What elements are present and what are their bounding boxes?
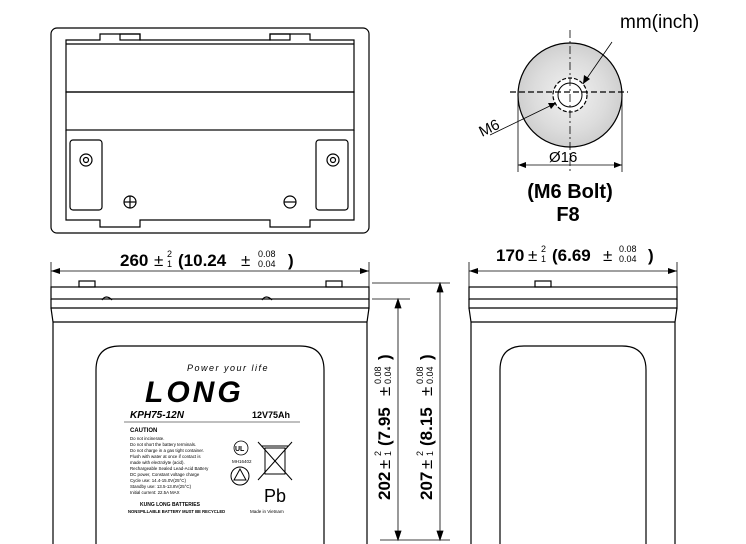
ul-file-number: MH16402 [232, 459, 252, 464]
recycle-notice: NONSPILLABLE BATTERY MUST BE RECYCLED [128, 509, 225, 514]
front-view [50, 280, 370, 544]
height-container-tol-plus: 2 [373, 451, 383, 456]
height-container-tol-minus: 1 [383, 451, 393, 456]
height-total-in-tol-plus: 0.08 [415, 366, 425, 384]
ul-mark-icon [233, 440, 249, 456]
top-right-terminal [315, 139, 349, 211]
maker-name: KUNG LONG BATTERIES [140, 502, 201, 508]
height-total-tol-minus: 1 [425, 451, 435, 456]
height-container-in-tol-minus: 0.04 [383, 366, 393, 384]
top-view [50, 27, 370, 234]
caution-line: Standby use: 13.5-13.8V(25°C) [130, 484, 192, 489]
height-total-pm-inch: ± [417, 387, 436, 396]
brand-tagline: Power your life [187, 363, 269, 373]
height-total-tol-plus: 2 [415, 451, 425, 456]
caution-list: Do not incinerate. Do not short the batt… [130, 436, 209, 495]
height-container-in-tol-plus: 0.08 [373, 366, 383, 384]
width-in-tol-minus: 0.04 [619, 254, 637, 264]
length-pm-inch: ± [241, 251, 250, 270]
svg-text:UL: UL [235, 446, 245, 453]
diameter-label: Ø16 [549, 149, 577, 166]
height-container-pm: ± [375, 460, 394, 469]
length-tol-plus: 2 [167, 249, 172, 259]
right-bolt-icon [326, 153, 340, 167]
crossed-bin-icon [257, 441, 293, 481]
height-container-main: 202 [375, 472, 394, 500]
width-inch: (6.69 [552, 246, 591, 265]
height-total-pm: ± [417, 460, 436, 469]
rating: 12V75Ah [252, 410, 290, 420]
width-tol-plus: 2 [541, 244, 546, 254]
length-main: 260 [120, 251, 148, 270]
height-container-pm-inch: ± [375, 387, 394, 396]
length-close: ) [288, 251, 294, 270]
caution-line: DC power, Constant voltage charge [130, 472, 200, 477]
caution-line: Do not short the battery terminals. [130, 442, 196, 447]
width-main: 170 [496, 246, 524, 265]
side-view [468, 280, 678, 544]
caution-title: CAUTION [130, 428, 157, 434]
height-total-in-tol-minus: 0.04 [425, 366, 435, 384]
length-tol-minus: 1 [167, 259, 172, 269]
length-inch: (10.24 [178, 251, 227, 270]
caution-line: Cycle use: 14.4-15.0V(25°C) [130, 478, 186, 483]
model-number: KPH75-12N [130, 410, 185, 421]
top-left-terminal [69, 139, 103, 211]
terminal-detail [489, 30, 628, 172]
caution-line: Initial current: 22.5A MAX [130, 490, 180, 495]
brand-logo: LONG [145, 376, 244, 409]
bolt-label: (M6 Bolt) [527, 181, 613, 203]
length-dimension [50, 262, 370, 290]
height-total-close: ) [417, 354, 436, 360]
recycle-icon [230, 466, 250, 486]
width-dimension [468, 262, 678, 290]
caution-line: made with electrolyte (acid). [130, 460, 185, 465]
height-container-inch: (7.95 [375, 407, 394, 446]
height-container-close: ) [375, 354, 394, 360]
height-total-main: 207 [417, 472, 436, 500]
length-pm: ± [154, 251, 163, 270]
terminal-code: F8 [556, 204, 579, 226]
width-tol-minus: 1 [541, 254, 546, 264]
pb-symbol: Pb [264, 486, 286, 506]
caution-line: Do not incinerate. [130, 436, 164, 441]
width-pm-inch: ± [603, 246, 612, 265]
width-pm: ± [528, 246, 537, 265]
caution-line: Flush with water at once if contact is [130, 454, 201, 459]
width-close: ) [648, 246, 654, 265]
caution-line: Do not charge in a gas tight container. [130, 448, 204, 453]
origin: Made in Vietnam [250, 509, 284, 514]
left-bolt-icon [79, 153, 93, 167]
units-label: mm(inch) [620, 12, 699, 33]
height-dimensions [372, 281, 450, 542]
thread-label: M6 [476, 116, 502, 140]
width-in-tol-plus: 0.08 [619, 244, 637, 254]
length-in-tol-plus: 0.08 [258, 249, 276, 259]
length-in-tol-minus: 0.04 [258, 259, 276, 269]
caution-line: Rechargeable Sealed Lead-Acid Battery [130, 466, 209, 471]
height-total-inch: (8.15 [417, 407, 436, 446]
battery-label: LONG Power your life KPH75-12N 12V75Ah C… [124, 363, 300, 514]
